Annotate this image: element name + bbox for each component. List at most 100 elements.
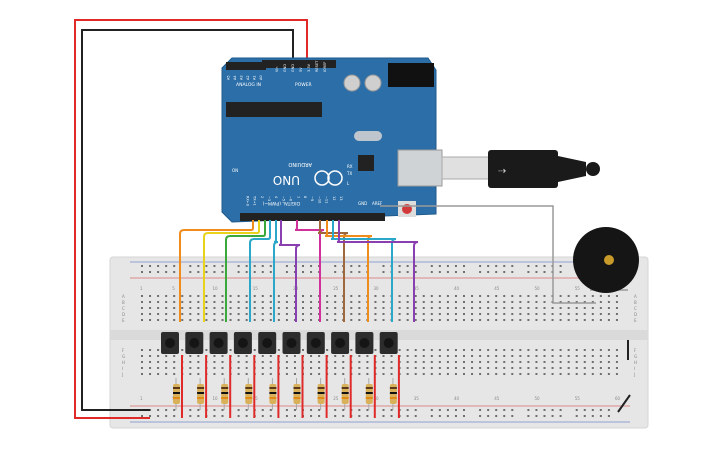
- resistor-band: [221, 392, 229, 394]
- resistors: [173, 355, 400, 418]
- wire-black-gnd[interactable]: [81, 29, 294, 411]
- row-letter-right: I: [634, 366, 635, 371]
- pushbutton-cap[interactable]: [335, 338, 346, 348]
- row-letter-left: C: [122, 306, 125, 311]
- usb-cable[interactable]: ⇢: [441, 150, 600, 188]
- row-letter-right: C: [634, 306, 637, 311]
- column-number-top: 5: [172, 286, 175, 291]
- row-letter-left: A: [122, 294, 125, 299]
- wire-black-right-lower[interactable]: [617, 394, 631, 413]
- pushbutton-cap[interactable]: [165, 338, 175, 348]
- column-number-bottom: 50: [534, 396, 540, 401]
- capacitor-1: [343, 74, 361, 92]
- row-letter-left: H: [122, 360, 125, 365]
- column-number-top: 25: [333, 286, 339, 291]
- digital-pin-label: ~9: [310, 196, 314, 201]
- capacitor-2: [364, 74, 382, 92]
- row-letter-left: J: [121, 372, 123, 377]
- row-letter-right: H: [634, 360, 637, 365]
- resistor-band: [341, 397, 349, 399]
- pushbutton-cap[interactable]: [213, 338, 224, 348]
- signal-wire[interactable]: [273, 220, 279, 322]
- digital-pin-label: ~5: [281, 196, 285, 201]
- column-number-top: 35: [414, 286, 420, 291]
- analog-pin-label: A5: [227, 75, 231, 80]
- analog-pin-label: A4: [233, 75, 237, 80]
- pushbutton-cap[interactable]: [286, 338, 297, 348]
- resistor-band: [245, 397, 253, 399]
- pushbutton-cap[interactable]: [310, 338, 321, 348]
- digital-pin-label: 12: [332, 196, 336, 200]
- pushbutton-cap[interactable]: [237, 338, 248, 348]
- pushbutton-cap[interactable]: [383, 338, 394, 348]
- resistor-band: [389, 397, 397, 399]
- resistor-band: [269, 397, 277, 399]
- resistor-band: [341, 387, 349, 389]
- row-letter-left: B: [122, 300, 125, 305]
- signal-wire[interactable]: [225, 220, 266, 322]
- wire-gray-buzzer[interactable]: [380, 205, 596, 304]
- resistor-band: [341, 392, 349, 394]
- resistor-band: [293, 397, 301, 399]
- digital-pin-label: 4: [274, 196, 278, 199]
- breadboard[interactable]: 1155101015152020252530303535404045455050…: [109, 256, 649, 429]
- resistor-band: [245, 387, 253, 389]
- signal-wire[interactable]: [249, 220, 271, 322]
- resistor-band: [245, 392, 253, 394]
- pushbutton-cap[interactable]: [262, 338, 273, 348]
- digital-pin-label: 2: [260, 196, 264, 198]
- resistor-band: [197, 392, 205, 394]
- column-number-bottom: 1: [140, 396, 143, 401]
- column-number-top: 1: [140, 286, 143, 291]
- signal-wire[interactable]: [179, 220, 254, 322]
- power-header-label: POWER: [295, 82, 312, 88]
- resistor-band: [293, 387, 301, 389]
- analog-pin-label: A2: [246, 75, 250, 80]
- row-letter-left: F: [122, 348, 125, 353]
- resistor-band: [173, 397, 180, 399]
- digital-header-label: DIGITAL (PWM~): [262, 200, 300, 206]
- power-pin-label: RESET: [315, 60, 319, 72]
- column-number-bottom: 25: [333, 396, 339, 401]
- atmega-chip: [226, 102, 322, 117]
- on-led-label: ON: [232, 168, 238, 173]
- analog-pin-label: A1: [253, 75, 257, 80]
- signal-wires: [179, 220, 419, 322]
- piezo-buzzer[interactable]: [380, 205, 639, 304]
- signal-wire[interactable]: [278, 220, 301, 322]
- tx-led-label: TX: [346, 171, 352, 176]
- column-number-bottom: 30: [373, 396, 379, 401]
- resistor-band: [269, 387, 277, 389]
- column-number-top: 40: [454, 286, 460, 291]
- resistor-band: [221, 397, 229, 399]
- signal-wire[interactable]: [203, 220, 260, 322]
- column-number-top: 55: [575, 286, 581, 291]
- pushbutton-cap[interactable]: [189, 338, 200, 348]
- digital-pin-label: ~10: [317, 196, 321, 203]
- pushbutton-cap[interactable]: [359, 338, 370, 348]
- resistor-band: [197, 397, 205, 399]
- wire-red-5v[interactable]: [74, 19, 308, 419]
- column-number-top: 45: [494, 286, 500, 291]
- arduino-uno[interactable]: UNO ARDUINO POWER ANALOG IN DIGITAL (PWM…: [221, 57, 443, 223]
- column-number-top: 50: [534, 286, 540, 291]
- analog-header: [226, 62, 266, 70]
- resistor-band: [317, 397, 325, 399]
- digital-pin-label: 8: [303, 196, 307, 198]
- resistor-band: [365, 392, 373, 394]
- signal-wire[interactable]: [336, 220, 419, 322]
- infinity-logo-right: [327, 170, 343, 186]
- l-led-label: L: [347, 181, 350, 186]
- resistor-band: [173, 392, 180, 394]
- power-header: [262, 60, 336, 68]
- digital-pin-label: ~11: [325, 196, 329, 203]
- usb-icon: ⇢: [498, 166, 506, 177]
- column-number-bottom: 15: [253, 396, 259, 401]
- row-letter-right: D: [634, 312, 637, 317]
- column-number-top: 30: [373, 286, 379, 291]
- column-number-bottom: 60: [615, 396, 621, 401]
